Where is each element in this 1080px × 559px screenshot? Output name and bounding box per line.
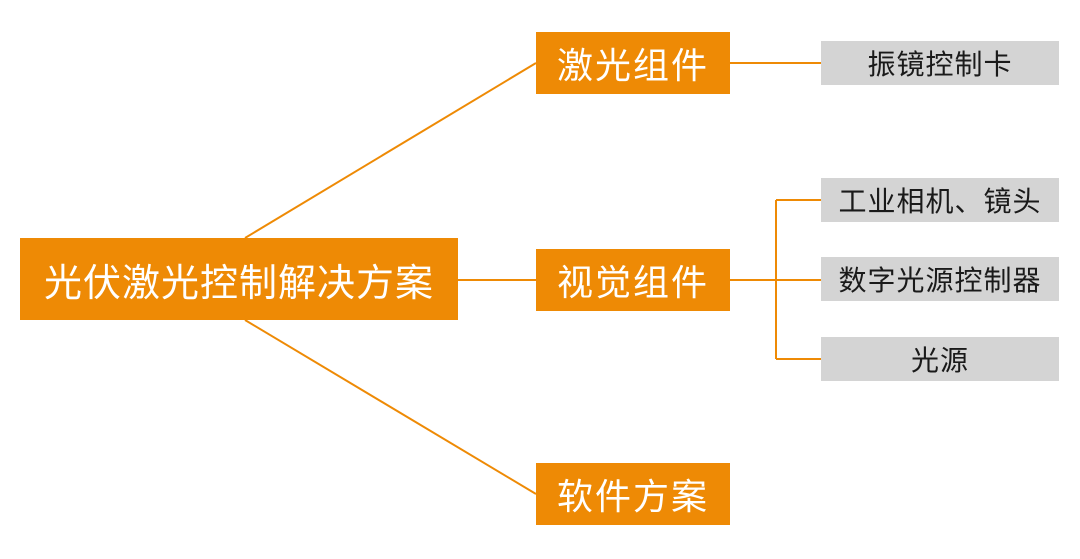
leaf-node-camera-lens: 工业相机、镜头 xyxy=(821,178,1059,222)
connector-root-to-software xyxy=(244,319,537,495)
branch-node-software: 软件方案 xyxy=(536,463,730,525)
leaf-node-light-source: 光源 xyxy=(821,337,1059,381)
connector-root-to-laser xyxy=(244,62,537,239)
branch-node-vision: 视觉组件 xyxy=(536,249,730,311)
leaf-node-light-controller: 数字光源控制器 xyxy=(821,257,1059,301)
branch-node-laser: 激光组件 xyxy=(536,32,730,94)
root-node: 光伏激光控制解决方案 xyxy=(20,238,458,320)
leaf-node-galvo-card: 振镜控制卡 xyxy=(821,41,1059,85)
